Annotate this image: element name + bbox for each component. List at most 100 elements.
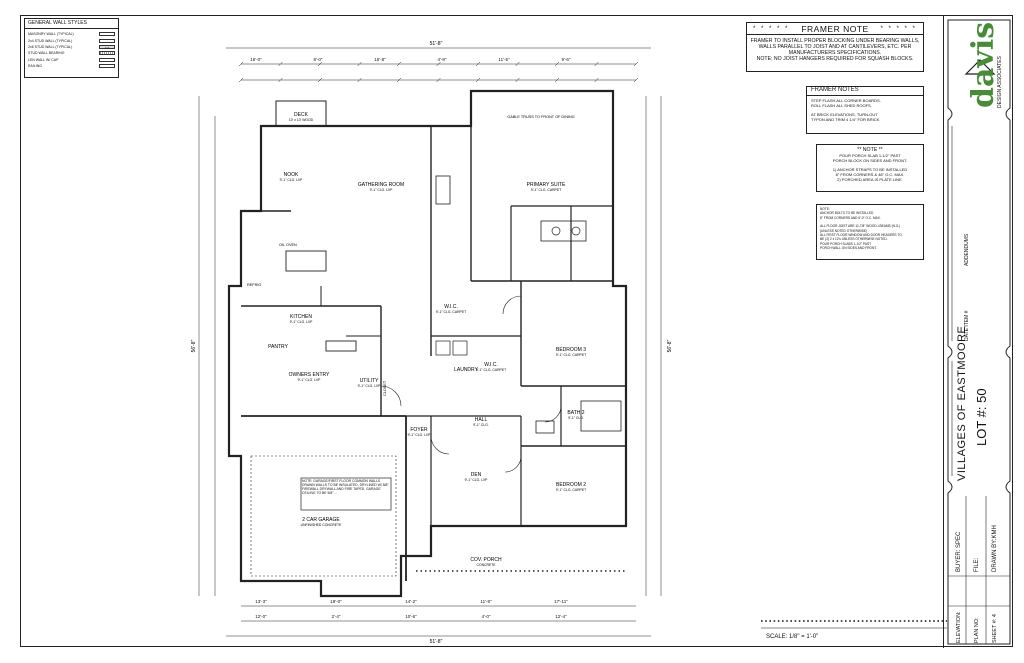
anchor-bolt-note-line: NOTE: <box>820 207 830 211</box>
room-label: UTILITY <box>360 378 379 384</box>
refrigerator-label: REFRIG <box>247 283 261 287</box>
drawing-sheet: GENERAL WALL STYLES MASONRY WALL (TYPICA… <box>20 15 1013 648</box>
porch-note-line: 2) PORCHED AREA IS PLATE LINE. <box>837 177 903 182</box>
room-label: W.I.C. <box>444 304 458 310</box>
legend-item-label: LEN WALL W/ CAP <box>28 57 59 62</box>
left-overall-dim: 56'-8" <box>191 339 197 352</box>
dimension-tick <box>396 61 402 67</box>
legend-swatch <box>99 51 115 56</box>
title-block-frame <box>947 19 1011 645</box>
brand-subtitle: DESIGN ASSOCIATES <box>997 56 1003 108</box>
dimension-label: 4'-8" <box>438 57 447 62</box>
framer-note-line: WALLS PARALLEL TO JOIST AND AT CANTILEVE… <box>758 44 912 50</box>
dimension-label: 8'-0" <box>314 57 323 62</box>
dimension-label: 19'-0" <box>330 599 342 604</box>
room-label: DECK <box>294 112 309 118</box>
right-overall-dim: 56'-8" <box>667 339 673 352</box>
framer-note-title: FRAMER NOTE <box>801 23 869 34</box>
framer-notes-line: STEP FLASH ALL CORNER BOARDS. <box>811 98 881 103</box>
room-label: PANTRY <box>268 344 288 350</box>
dimension-tick <box>633 61 639 67</box>
room-sublabel: 9'-1" CLG. CARPET <box>531 188 561 192</box>
subdivision-name: VILLAGES OF EASTMOORE <box>956 325 968 481</box>
anchor-bolt-note-line: POUR PORCH SLABS 1-1/2" PAST <box>820 241 872 246</box>
room-label: BEDROOM 3 <box>556 347 586 353</box>
dimension-label: 11'-8" <box>480 599 492 604</box>
scale-dotted-line <box>761 620 947 629</box>
brand-logo: davis <box>966 21 1001 108</box>
legend-item-label: RAILING <box>28 64 43 69</box>
room-sublabel: 9'-1" CLG. LVP <box>465 478 488 482</box>
anchor-bolt-note-line: 8" FROM CORNERS AND 6'-0" O.C. MAX. <box>820 215 881 220</box>
legend-item: RAILING <box>25 63 118 69</box>
room-sublabel: 10' x 10' WOOD <box>289 118 314 122</box>
dimension-label: 9'-6" <box>562 57 571 62</box>
dimension-label: 13'-3" <box>255 599 267 604</box>
anchor-bolt-note-line: BE (2) 2 x 12's UNLESS OTHERWISE NOTED. <box>820 237 888 242</box>
elevation-label: ELEVATION: <box>956 611 962 643</box>
room-sublabel: 9'-1" CLG. CARPET <box>476 368 506 372</box>
dimension-tick <box>396 77 402 83</box>
dimension-label: 16'-8" <box>374 57 386 62</box>
legend-item: MASONRY WALL (TYPICAL) <box>25 31 118 37</box>
room-label: LAUNDRY <box>454 367 478 373</box>
framer-notes-title: FRAMER NOTES <box>807 87 923 96</box>
dimension-label: 12'-4" <box>555 614 567 619</box>
dimension-label: 2'-4" <box>332 614 341 619</box>
dimension-tick <box>436 77 441 83</box>
legend-item: 2x6 STUD WALL (TYPICAL) 2x6 <box>25 44 118 50</box>
framer-note-body: FRAMER TO INSTALL PROPER BLOCKING UNDER … <box>747 35 923 62</box>
legend-swatch: 2x6 <box>99 44 115 50</box>
porch-note-line: PORCH BLOCK ON SIDES AND FRONT. <box>832 158 908 163</box>
sheet-number: SHEET #: 4 <box>992 614 998 643</box>
oil-oven-label: OIL OVEN <box>279 243 297 247</box>
room-label: BATH 2 <box>567 410 584 416</box>
legend-item-label: 2x4 STUD WALL (TYPICAL) <box>28 38 73 43</box>
legend-swatch <box>99 38 115 43</box>
legend-item-label: 2x6 STUD WALL (TYPICAL) <box>28 44 73 49</box>
room-label: HALL <box>475 417 488 423</box>
file-label: FILE: <box>974 557 980 572</box>
drawn-by-label: DRAWN BY:KMH <box>992 525 998 572</box>
room-label: GATHERING ROOM <box>358 182 404 188</box>
room-label: W.I.C. <box>484 362 498 368</box>
gable-note: GABLE TRUSS TO FRONT OF DINING <box>507 115 574 119</box>
room-sublabel: 9'-1" CLG. <box>473 423 489 427</box>
room-sublabel: CONCRETE <box>476 563 496 567</box>
room-label: NOOK <box>284 172 299 178</box>
room-label: DEN <box>471 472 482 478</box>
legend-item: LEN WALL W/ CAP <box>25 57 118 63</box>
legend-item: 2x4 STUD WALL (TYPICAL) <box>25 37 118 43</box>
legend-swatch <box>99 64 115 69</box>
legend-title: GENERAL WALL STYLES <box>25 19 118 29</box>
legend-swatch <box>99 57 115 62</box>
dimension-label: 14'-2" <box>405 599 417 604</box>
anchor-bolt-note-line: ANCHOR BOLTS TO BE INSTALLED <box>820 211 874 216</box>
dimension-tick <box>278 61 283 67</box>
room-sublabel: 9'-1" CLG. LVP <box>408 433 431 437</box>
room-sublabel: 9'-1" CLG. LVP <box>370 188 393 192</box>
room-label: COV. PORCH <box>470 557 502 563</box>
room-sublabel: 9'-1" CLG. <box>568 416 584 420</box>
room-label: PRIMARY SUITE <box>527 182 566 188</box>
dimension-tick <box>515 61 520 67</box>
anchor-bolt-note-line: ALL FIRST FLOOR WINDOW AND DOOR HEADERS … <box>820 233 902 238</box>
room-label: KITCHEN <box>290 314 312 320</box>
dimension-tick <box>594 77 599 83</box>
room-sublabel: 9'-1" CLG. CARPET <box>556 488 586 492</box>
dimension-tick <box>357 77 362 83</box>
dimension-tick <box>515 77 520 83</box>
dimension-tick <box>633 77 639 83</box>
room-sublabel: 9'-1" CLG. LVP <box>290 320 313 324</box>
room-label: 2 CAR GARAGE <box>302 517 340 523</box>
scale-label: SCALE: 1/8" = 1'-0" <box>766 634 819 640</box>
garage-firewall-note: NOTE: GARAGE/FIRST FLOOR COMMON WALLS DR… <box>302 479 389 495</box>
dimension-tick <box>554 61 560 67</box>
porch-note-line: 8" FROM CORNERS & 48" O.C. MAX. <box>835 172 905 177</box>
buyer-label: BUYER: SPEC <box>956 531 962 572</box>
dimension-tick <box>238 61 244 67</box>
